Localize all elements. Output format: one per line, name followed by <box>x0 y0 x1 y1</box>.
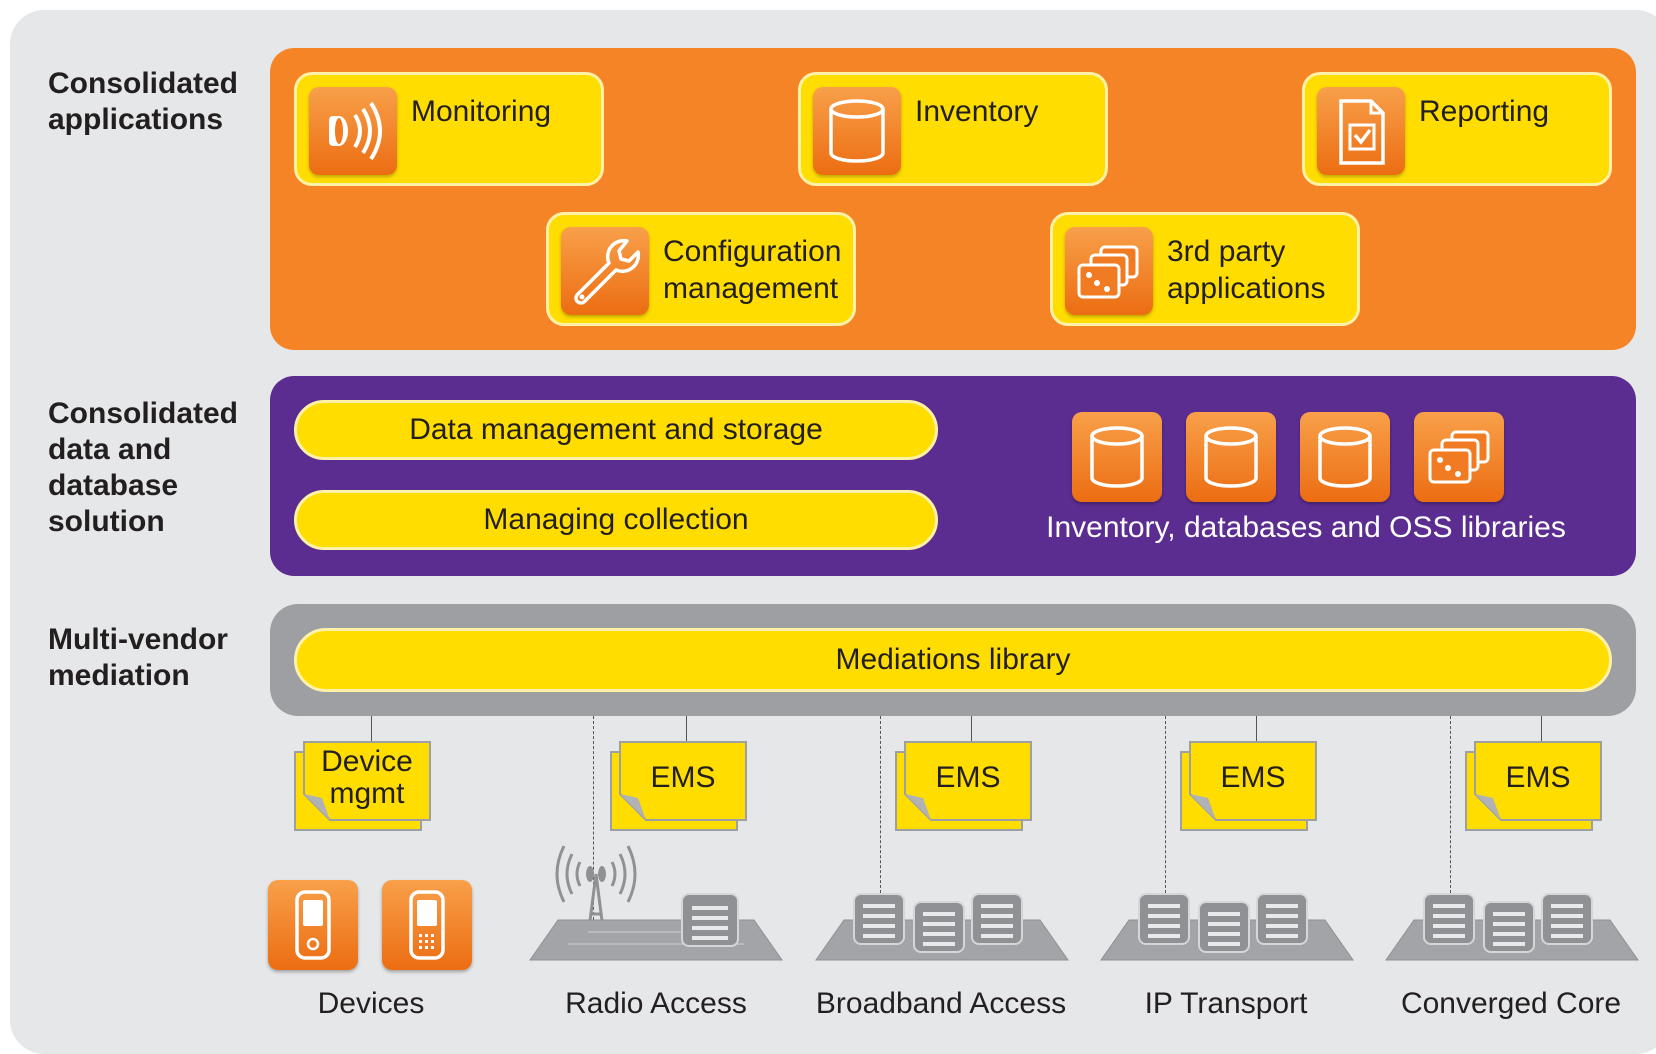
database-icon <box>1186 412 1276 502</box>
applications-layer: Monitoring Inventory Reporting <box>270 48 1636 350</box>
configuration-management-app[interactable]: Configuration management <box>546 212 856 326</box>
converged-core-label: Converged Core <box>1400 987 1622 1020</box>
wrench-icon <box>561 227 649 315</box>
app-label: Monitoring <box>411 95 552 128</box>
ems-label: Device mgmt <box>321 745 413 810</box>
app-label: Inventory <box>915 95 1039 128</box>
monitoring-app[interactable]: Monitoring <box>294 72 604 186</box>
dashed-connector-line <box>880 716 881 898</box>
report-icon <box>1317 87 1405 175</box>
devices-label: Devices <box>317 987 425 1020</box>
connector-line <box>686 716 687 744</box>
keypad-phone-icon <box>382 880 472 970</box>
reporting-app[interactable]: Reporting <box>1302 72 1612 186</box>
mobile-phone-icon <box>268 880 358 970</box>
app-label: Configuration management <box>663 235 842 305</box>
broadband-access-label: Broadband Access <box>815 987 1067 1020</box>
app-label: 3rd party applications <box>1167 235 1326 305</box>
dashed-connector-line <box>593 716 594 950</box>
inventory-app[interactable]: Inventory <box>798 72 1108 186</box>
database-icon <box>1300 412 1390 502</box>
radio-tower-icon <box>534 834 658 953</box>
app-label: Reporting <box>1419 95 1550 128</box>
dashed-connector-line <box>1450 716 1451 898</box>
ems-label: EMS <box>1505 761 1571 794</box>
third-party-applications-app[interactable]: 3rd party applications <box>1050 212 1360 326</box>
ems-box-converged-core[interactable]: EMS <box>1465 740 1603 832</box>
ems-label: EMS <box>935 761 1001 794</box>
ems-box-ip-transport[interactable]: EMS <box>1180 740 1318 832</box>
connector-line <box>1541 716 1542 744</box>
connector-line <box>971 716 972 744</box>
mediation-layer: Mediations library <box>270 604 1636 716</box>
broadband-network-icon <box>814 882 1070 974</box>
data-management-storage-bar[interactable]: Data management and storage <box>294 400 938 460</box>
data-libraries-caption: Inventory, databases and OSS libraries <box>1046 511 1566 544</box>
stacked-cards-icon <box>1414 412 1504 502</box>
connector-line <box>371 716 372 744</box>
ems-box-radio[interactable]: EMS <box>610 740 748 832</box>
converged-core-network-icon <box>1384 882 1640 974</box>
stacked-cards-icon <box>1065 227 1153 315</box>
radio-access-label: Radio Access <box>565 987 747 1020</box>
data-layer: Data management and storage Managing col… <box>270 376 1636 576</box>
speaker-icon <box>309 87 397 175</box>
ip-transport-label: IP Transport <box>1144 987 1308 1020</box>
database-icon <box>1072 412 1162 502</box>
mediations-library-bar[interactable]: Mediations library <box>294 628 1612 692</box>
device-mgmt-box[interactable]: Device mgmt <box>294 740 432 832</box>
dashed-connector-line <box>1165 716 1166 898</box>
ems-label: EMS <box>1220 761 1286 794</box>
database-icon <box>813 87 901 175</box>
radio-network-icon <box>528 882 784 974</box>
managing-collection-bar[interactable]: Managing collection <box>294 490 938 550</box>
connector-line <box>1256 716 1257 744</box>
ems-label: EMS <box>650 761 716 794</box>
ems-box-broadband[interactable]: EMS <box>895 740 1033 832</box>
ip-transport-network-icon <box>1099 882 1355 974</box>
